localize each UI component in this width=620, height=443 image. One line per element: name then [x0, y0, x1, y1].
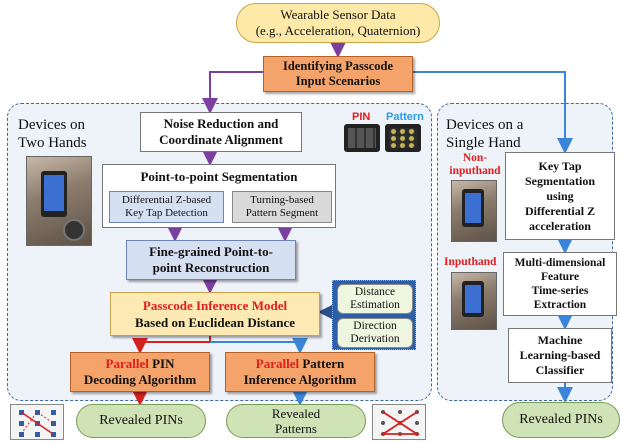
revealed-pins-right: Revealed PINs [502, 402, 620, 438]
direction-line2: Derivation [350, 333, 400, 345]
distance-direction-panel: Distance Estimation Direction Derivation [332, 280, 416, 350]
pat-algo-parallel: Parallel [255, 356, 300, 371]
noninputhand-label: Non- inputhand [448, 152, 502, 178]
pin-label: PIN [352, 111, 371, 123]
fine-grained-box: Fine-grained Point-to- point Reconstruct… [126, 240, 296, 280]
pin-decoding-box: Parallel PIN Decoding Algorithm [70, 352, 210, 392]
direction-derivation-box: Direction Derivation [337, 318, 413, 348]
sensor-data-line1: Wearable Sensor Data [280, 7, 396, 22]
two-hands-photo [26, 156, 92, 246]
feature-line4: Extraction [533, 299, 587, 311]
ml-line3: Classifier [535, 363, 585, 377]
sensor-data-box: Wearable Sensor Data (e.g., Acceleration… [236, 3, 440, 43]
revealed-patterns: Revealed Patterns [226, 404, 366, 438]
pin-grid-thumbnail [10, 404, 64, 440]
pattern-thumbnail [372, 404, 426, 440]
distance-estimation-box: Distance Estimation [337, 284, 413, 314]
turning-line2: Pattern Segment [245, 207, 319, 219]
segmentation-title: Point-to-point Segmentation [140, 169, 298, 184]
diffz-key-tap-box: Differential Z-based Key Tap Detection [109, 191, 224, 223]
key-tap-segmentation-box: Key Tap Segmentation using Differential … [505, 152, 615, 240]
ml-line2: Learning-based [519, 348, 601, 362]
pattern-inference-box: Parallel Pattern Inference Algorithm [225, 352, 375, 392]
distance-line2: Estimation [350, 299, 400, 311]
keytap-line5: acceleration [529, 218, 591, 233]
noninputhand-photo [451, 180, 497, 242]
noninput-line1: Non- [462, 152, 488, 164]
right-title-line1: Devices on a [446, 117, 524, 133]
keytap-line2: Segmentation [525, 173, 595, 188]
noninput-line2: inputhand [449, 165, 501, 177]
noise-line2: Coordinate Alignment [159, 132, 283, 147]
keytap-line1: Key Tap [538, 158, 582, 173]
pin-algo-parallel: Parallel [105, 356, 149, 371]
ml-line1: Machine [537, 333, 583, 347]
pat-algo-line2: Inference Algorithm [243, 372, 357, 387]
pin-algo-line2: Decoding Algorithm [83, 372, 197, 387]
right-title-line2: Single Hand [446, 135, 521, 151]
fine-line1: Fine-grained Point-to- [149, 244, 273, 259]
noise-line1: Noise Reduction and [163, 116, 279, 131]
feature-extraction-box: Multi-dimensional Feature Time-series Ex… [503, 252, 617, 316]
model-line2: Based on Euclidean Distance [135, 315, 295, 330]
turning-line1: Turning-based [250, 194, 314, 206]
pattern-phone-image [385, 124, 421, 152]
noise-reduction-box: Noise Reduction and Coordinate Alignment [140, 112, 302, 152]
revealed-pins-left: Revealed PINs [76, 404, 206, 438]
left-title-line2: Two Hands [18, 135, 87, 151]
sensor-data-line2: (e.g., Acceleration, Quaternion) [255, 23, 421, 38]
diffz-line2: Key Tap Detection [125, 207, 208, 219]
revealed-patterns-line1: Revealed [271, 406, 321, 421]
fine-line2: point Reconstruction [152, 260, 270, 275]
inputhand-label: Inputhand [444, 256, 497, 268]
distance-line1: Distance [354, 286, 396, 298]
direction-line1: Direction [353, 320, 397, 332]
model-line1: Passcode Inference Model [142, 298, 288, 313]
feature-line1: Multi-dimensional [514, 257, 606, 269]
pin-phone-image [344, 124, 380, 152]
scenario-line1: Identifying Passcode [282, 59, 394, 73]
left-title-line1: Devices on [18, 117, 86, 133]
left-region-title: Devices on Two Hands [18, 116, 87, 152]
scenario-line2: Input Scenarios [295, 74, 381, 88]
feature-line3: Time-series [531, 285, 589, 297]
feature-line2: Feature [540, 271, 580, 283]
segmentation-box: Point-to-point Segmentation Differential… [102, 164, 336, 228]
pat-algo-line1: Parallel Pattern [256, 356, 344, 372]
pin-algo-pin: PIN [148, 356, 175, 371]
pat-algo-pattern: Pattern [299, 356, 345, 371]
ml-classifier-box: Machine Learning-based Classifier [508, 328, 612, 383]
identifying-scenario-box: Identifying Passcode Input Scenarios [263, 56, 413, 92]
revealed-patterns-line2: Patterns [275, 421, 317, 436]
inputhand-photo [451, 272, 497, 330]
turning-pattern-box: Turning-based Pattern Segment [232, 191, 332, 223]
keytap-line4: Differential Z [524, 203, 596, 218]
right-region-title: Devices on a Single Hand [446, 116, 523, 152]
keytap-line3: using [546, 188, 574, 203]
pattern-label: Pattern [386, 111, 424, 123]
passcode-model-box: Passcode Inference Model Based on Euclid… [110, 292, 320, 336]
diffz-line1: Differential Z-based [121, 194, 212, 206]
pin-algo-line1: Parallel PIN [106, 356, 175, 372]
